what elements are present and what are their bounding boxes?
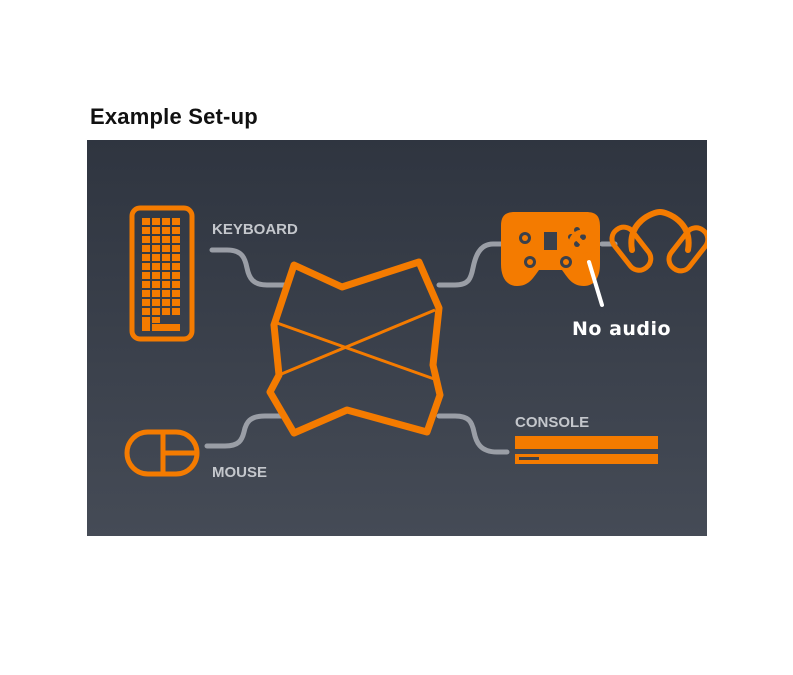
adapter-hub-icon: [266, 258, 444, 437]
no-audio-note: No audio: [572, 318, 671, 340]
no-audio-pointer: [587, 260, 604, 307]
mouse-connector: [204, 413, 288, 449]
controller-icon: [501, 212, 600, 286]
keyboard-connector: [209, 247, 288, 288]
mouse-label: MOUSE: [212, 464, 267, 481]
console-label: CONSOLE: [515, 414, 589, 431]
setup-diagram: KEYBOARD MOUSE CONSOLE No audio: [87, 140, 707, 536]
page-title: Example Set-up: [90, 104, 258, 129]
no-audio-icon: [568, 229, 598, 259]
mouse-icon: [124, 429, 200, 477]
keyboard-label: KEYBOARD: [212, 221, 298, 238]
controller-connector: [436, 241, 504, 288]
keyboard-icon: [129, 205, 195, 342]
headset-icon: [609, 208, 707, 274]
console-connector: [436, 413, 510, 455]
connector-lines: [204, 241, 618, 455]
console-icon: [515, 436, 658, 464]
